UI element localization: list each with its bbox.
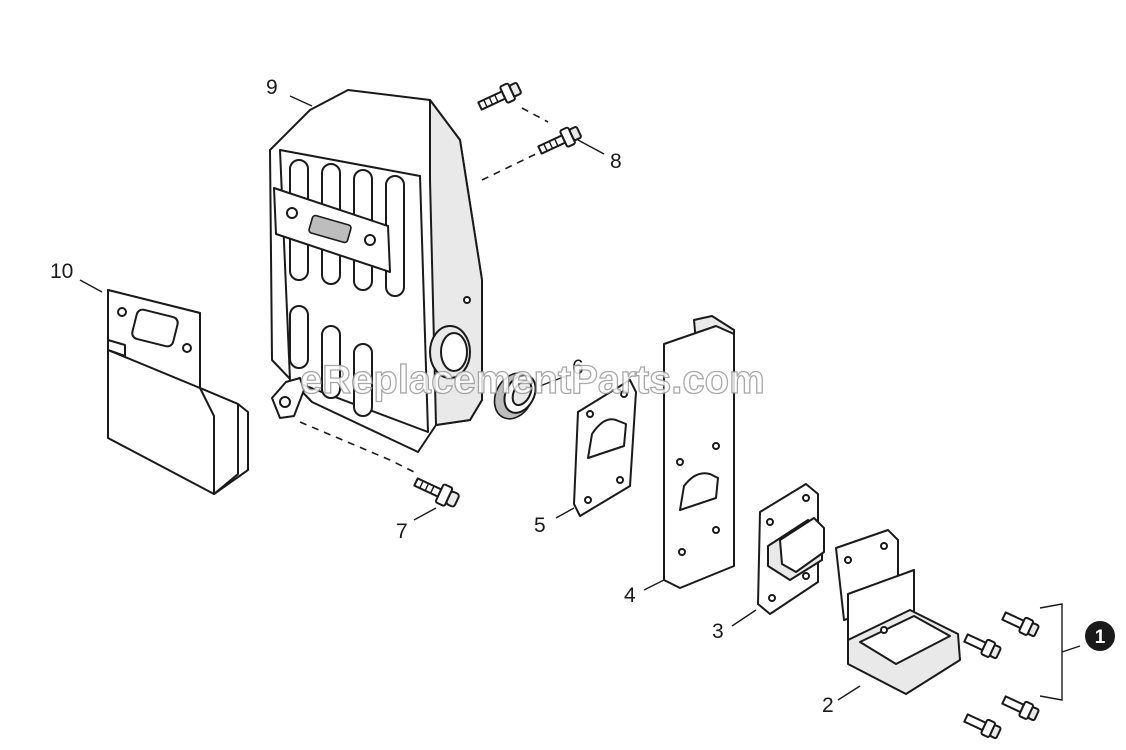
callout-labels: 1 2 3 4 5 6 7 8 9 10 — [50, 76, 834, 717]
callout-10: 10 — [50, 260, 73, 283]
callout-5: 5 — [534, 514, 546, 537]
part-9-muffler — [269, 89, 483, 453]
part-7-bolt — [299, 421, 460, 508]
part-1-bolt-kit — [963, 603, 1081, 739]
watermark-text: eReplacementParts.com — [300, 358, 765, 402]
callout-8: 8 — [610, 150, 622, 173]
part-4-plate — [663, 315, 735, 589]
part-2-bracket — [835, 529, 961, 695]
callout-6: 6 — [572, 356, 584, 379]
part-3-outlet — [757, 483, 825, 615]
kit-badge-number: 1 — [1095, 627, 1106, 648]
part-6-ring — [493, 372, 537, 420]
kit-badge-circle — [1085, 621, 1115, 651]
callout-7: 7 — [396, 520, 408, 543]
callout-9: 9 — [266, 76, 278, 99]
callout-2: 2 — [822, 694, 834, 717]
part-10-shield — [107, 289, 249, 495]
part-8-bolts — [477, 82, 582, 181]
part-5-gasket — [573, 379, 637, 517]
leader-lines — [79, 95, 861, 701]
callout-3: 3 — [712, 620, 724, 643]
kit-badge: 1 — [1085, 621, 1115, 651]
callout-4: 4 — [624, 584, 636, 607]
